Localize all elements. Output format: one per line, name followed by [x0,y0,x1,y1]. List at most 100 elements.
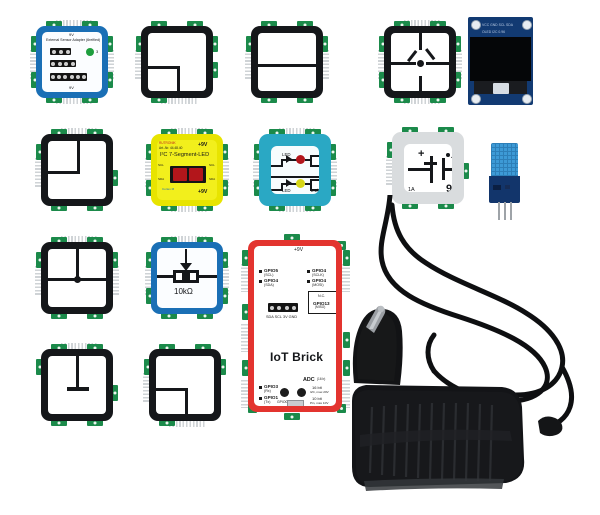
trace-right [442,168,452,171]
edge-connector-left [145,158,156,188]
label-plus: + [418,148,425,160]
edge-connector-bottom [404,93,440,104]
label-scl-left: SCL [158,163,164,167]
brick-body [251,26,323,98]
brick-external-sensor-adapter[interactable]: 9V External Sensor Adapter (6reified) 1 … [22,12,122,112]
connector-tab [430,21,446,28]
resistor-symbol-top [310,155,319,167]
connector-tab [197,312,213,319]
edge-connector-left-bottom [241,380,251,408]
brick-jumper-t-junction[interactable] [27,228,127,328]
edge-connector-right-bottom [340,380,350,408]
brick-power-9v[interactable]: + - 1A 9V [378,118,478,218]
edge-connector-right [218,266,229,296]
connector-tab [379,36,386,52]
pot-terminal-left [176,273,182,280]
connector-tab [51,344,67,351]
pin-sub-rx: (Rx) [264,389,271,393]
i2c-header[interactable] [268,303,298,312]
trace-vertical [76,356,79,389]
connector-tab [321,36,328,52]
pin-header-2[interactable] [50,60,76,67]
connector-tab [146,252,153,268]
trace-vertical [177,66,180,91]
pin-header-3[interactable] [50,73,87,81]
adc-row2-note: Pin, max 10V [310,401,329,405]
mount-hole [471,94,481,104]
pin-label-3: 3 [96,49,99,54]
button-reset[interactable] [297,388,306,397]
trace-horizontal [258,64,316,67]
plug-pins [366,305,386,333]
trace-vertical [185,388,188,414]
pin-sub-tx: (Tx) [264,400,271,404]
label-sda-right: SDA [209,177,216,181]
brick-iot[interactable]: +9V GPIO5 (SCL) GPIO4 (SDA) GPIO4 (SCLK)… [240,232,355,428]
brick-body: + - 1A 9V [392,132,464,204]
label-scl-right: SCL [209,163,215,167]
edge-connector-left [245,50,256,80]
micro-usb-connector[interactable] [287,400,304,406]
brick-jumper-corner-left[interactable] [127,12,227,112]
connector-tab [36,359,43,375]
brick-jumper-straight[interactable] [237,12,337,112]
edge-connector-top [61,343,97,354]
sensor-pin[interactable] [510,202,512,220]
connector-tab [211,62,218,78]
brick-jumper-corner-top-left[interactable] [27,120,127,220]
trace [271,165,282,167]
connector-tab [51,419,67,426]
connector-tab [284,413,300,420]
brick-face [48,141,106,199]
connector-tab [36,252,43,268]
edge-connector-top [61,128,97,139]
connector-tab [269,204,285,211]
connector-tab [159,419,175,426]
power-adapter[interactable] [330,192,600,505]
connector-tab [31,36,38,52]
brick-led-resistor[interactable]: LED 2.2k LED 2 [245,120,345,220]
connector-tab [161,312,177,319]
dht-temperature-humidity-sensor[interactable] [489,143,521,223]
trace [271,189,282,191]
oled-display-module[interactable]: VCC GND SCL SDA OLED I2C 0.96 [468,17,533,105]
pin-label-gpio4-sclk: GPIO4 [312,268,327,273]
connector-tab [46,96,62,103]
pin-label-gpio4-mosi: GPIO4 [312,278,327,283]
brick-potentiometer-10k[interactable]: 10kΩ [137,228,237,328]
mount-hole [471,20,481,30]
boxed-pin-nc: N.C. [318,294,326,298]
brick-jumper-stub[interactable] [27,335,127,435]
sensor-pin[interactable] [498,202,500,220]
trace-vertical-top [419,33,422,50]
label-part-number: Art.-Nr. 44.48.40 [159,146,183,150]
boxed-pin-group: N.C. GPIO13 (MISO) [308,291,336,314]
resistor-symbol-bottom [310,179,319,191]
sensor-ic [493,185,501,190]
oled-silkscreen-line-1: VCC GND SCL SDA [482,23,513,27]
brick-i2c-7segment-led[interactable]: RUTRONIK Art.-Nr. 44.48.40 +9V I²C 7-Seg… [137,120,237,220]
label-bottom-voltage: 9V [69,85,74,90]
connector-tab [151,21,167,28]
battery-long-plate [430,156,433,183]
pin-marker [259,397,262,400]
pin-sub-sda: (SDA) [264,283,274,287]
connector-tab [438,202,454,209]
brick-jumper-crossover[interactable] [370,12,470,112]
connector-tab [87,129,103,136]
adc-sub: (16 b) [317,377,326,381]
connector-tab [82,21,98,28]
button-gpio0[interactable] [280,388,289,397]
pin-header-1[interactable] [50,48,71,55]
connector-tab [297,96,313,103]
connector-tab [343,250,350,266]
sensor-pin[interactable] [504,202,506,220]
brick-jumper-corner-bottom-right[interactable] [135,335,235,435]
connector-tab [379,72,386,88]
connector-tab [394,21,410,28]
connector-tab [454,72,461,88]
connector-tab [297,21,313,28]
brick-body [41,134,113,206]
connector-tab [195,344,211,351]
